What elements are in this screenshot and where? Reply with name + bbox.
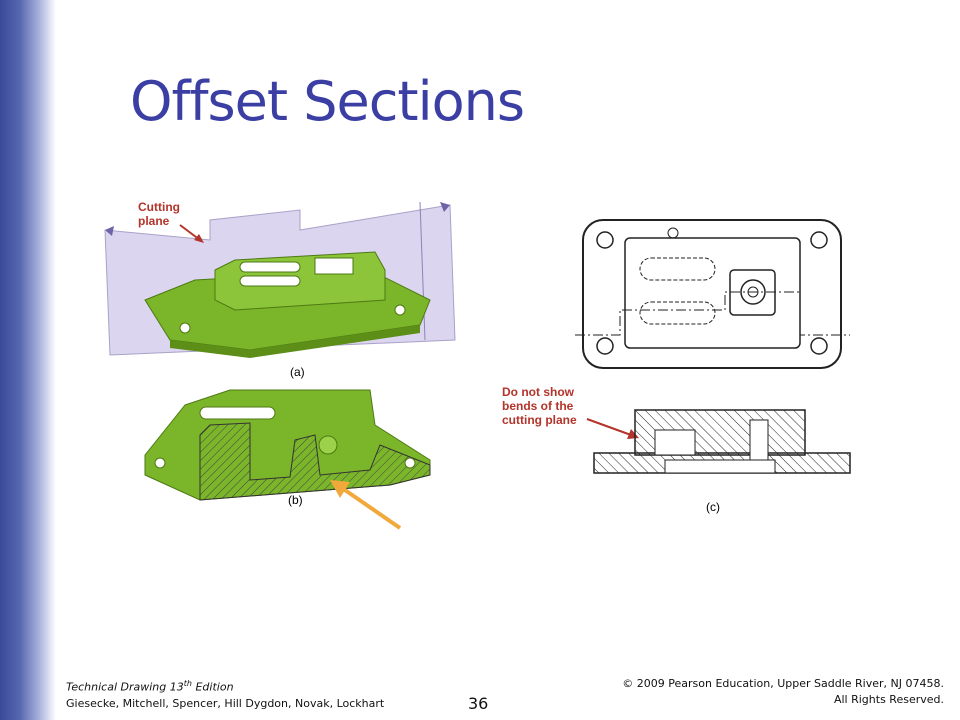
figure-a-pictorial-cutting-plane — [104, 201, 456, 358]
figure-c-label: (c) — [706, 500, 720, 514]
footer-rights-line: All Rights Reserved. — [833, 693, 944, 706]
cutting-plane-label-line2: plane — [138, 214, 170, 228]
viewing-direction-arrow — [330, 480, 402, 530]
slide-title: Offset Sections — [130, 70, 525, 133]
note-line2: bends of the — [502, 399, 574, 413]
footer-edition-suffix: Edition — [191, 680, 234, 694]
footer-book-info: Technical Drawing 13th Edition Giesecke,… — [66, 676, 384, 712]
note-line3: cutting plane — [502, 413, 577, 427]
note-line1: Do not show — [502, 385, 574, 399]
footer-book-title-line: Technical Drawing 13th Edition — [66, 676, 384, 696]
page-number: 36 — [468, 694, 489, 713]
figure-b-label: (b) — [288, 493, 303, 507]
footer-edition-sup: th — [183, 679, 192, 688]
footer-book-title: Technical Drawing 13 — [66, 680, 184, 694]
cutting-plane-label-line1: Cutting — [138, 200, 180, 214]
footer-copyright: © 2009 Pearson Education, Upper Saddle R… — [622, 676, 944, 708]
slide-side-gradient-bar — [0, 0, 56, 720]
figure-c-section-view — [593, 409, 851, 474]
figure-c-top-view — [575, 219, 850, 369]
figure-a-label: (a) — [290, 365, 305, 379]
figure-b-sectioned-pictorial — [144, 389, 431, 501]
footer-copyright-line: © 2009 Pearson Education, Upper Saddle R… — [622, 677, 944, 690]
footer-authors: Giesecke, Mitchell, Spencer, Hill Dygdon… — [66, 696, 385, 710]
